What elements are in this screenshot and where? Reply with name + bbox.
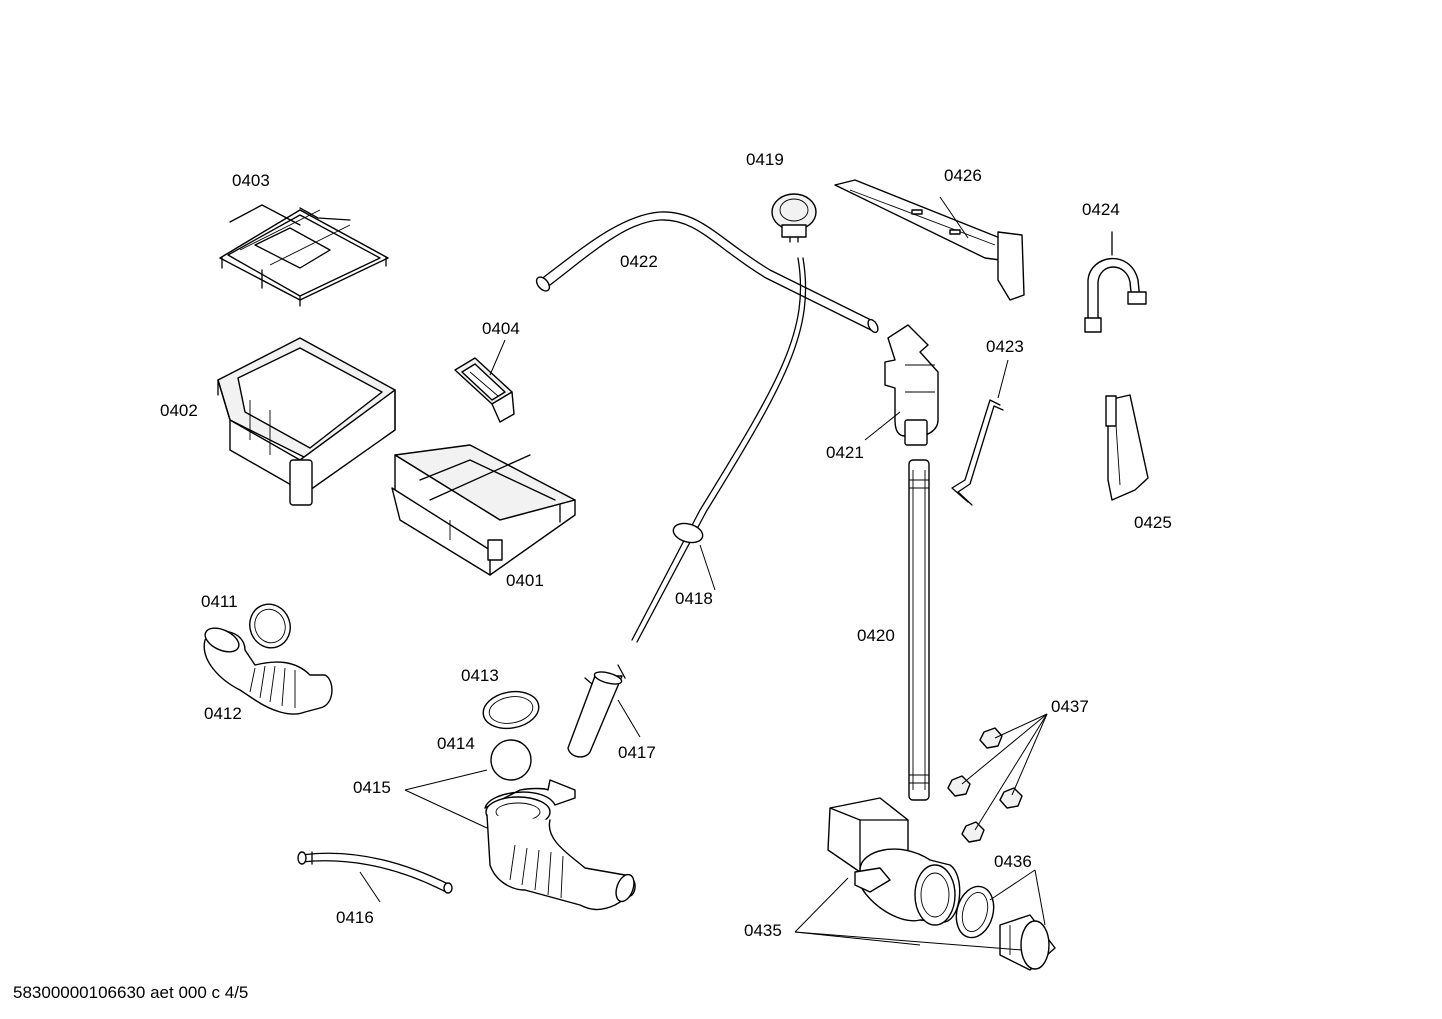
part-labels: 0403 0402 0404 0401 0411 0412 0413 0414 … <box>160 150 1172 940</box>
part-0424-u-hose[interactable] <box>1084 231 1147 333</box>
document-footer: 58300000106630 aet 000 c 4/5 <box>13 983 248 1002</box>
part-0435-drain-pump[interactable] <box>827 797 961 926</box>
label-0425: 0425 <box>1134 513 1172 532</box>
part-0423-bracket[interactable] <box>951 399 1004 506</box>
label-0413: 0413 <box>461 666 499 685</box>
label-0403: 0403 <box>232 171 270 190</box>
label-0414: 0414 <box>437 734 475 753</box>
part-0417-air-chamber[interactable] <box>567 664 626 758</box>
part-0401-dispenser-drawer[interactable] <box>391 444 576 576</box>
label-0415: 0415 <box>353 778 391 797</box>
part-0403-dispenser-frame[interactable] <box>219 204 389 307</box>
label-0437: 0437 <box>1051 697 1089 716</box>
label-0423: 0423 <box>986 337 1024 356</box>
label-0436: 0436 <box>994 852 1032 871</box>
part-0404-insert[interactable] <box>454 357 515 423</box>
label-0424: 0424 <box>1082 200 1120 219</box>
label-0421: 0421 <box>826 443 864 462</box>
label-0412: 0412 <box>204 704 242 723</box>
label-0420: 0420 <box>857 626 895 645</box>
part-0414-ball[interactable] <box>490 739 532 781</box>
part-0436-filter[interactable] <box>951 882 1056 971</box>
part-0419-pressure-switch[interactable] <box>771 193 817 243</box>
label-0422: 0422 <box>620 252 658 271</box>
part-0411-gasket-ring[interactable] <box>244 598 297 653</box>
part-0418-pressure-tube[interactable] <box>631 257 807 643</box>
leader-lines <box>359 196 1048 951</box>
label-0426: 0426 <box>944 166 982 185</box>
label-0401: 0401 <box>506 571 544 590</box>
label-0411: 0411 <box>201 592 238 611</box>
part-0421-pressure-chamber[interactable] <box>884 324 939 446</box>
part-0402-dispenser-housing[interactable] <box>217 337 396 506</box>
part-0416-small-hose[interactable] <box>297 851 453 894</box>
part-0422-long-hose[interactable] <box>534 211 880 334</box>
part-0412-elbow-hose[interactable] <box>201 623 333 715</box>
label-0417: 0417 <box>618 743 656 762</box>
part-0420-vertical-hose[interactable] <box>908 459 930 801</box>
part-0426-rail[interactable] <box>834 179 1025 301</box>
label-0416: 0416 <box>336 908 374 927</box>
label-0404: 0404 <box>482 319 520 338</box>
label-0435: 0435 <box>744 921 782 940</box>
part-0415-sump-hose[interactable] <box>484 779 637 911</box>
part-0437-screws[interactable] <box>947 727 1023 843</box>
part-0425-clip[interactable] <box>1105 394 1149 501</box>
label-0419: 0419 <box>746 150 784 169</box>
label-0418: 0418 <box>675 589 713 608</box>
label-0402: 0402 <box>160 401 198 420</box>
part-0413-o-ring[interactable] <box>480 687 541 732</box>
